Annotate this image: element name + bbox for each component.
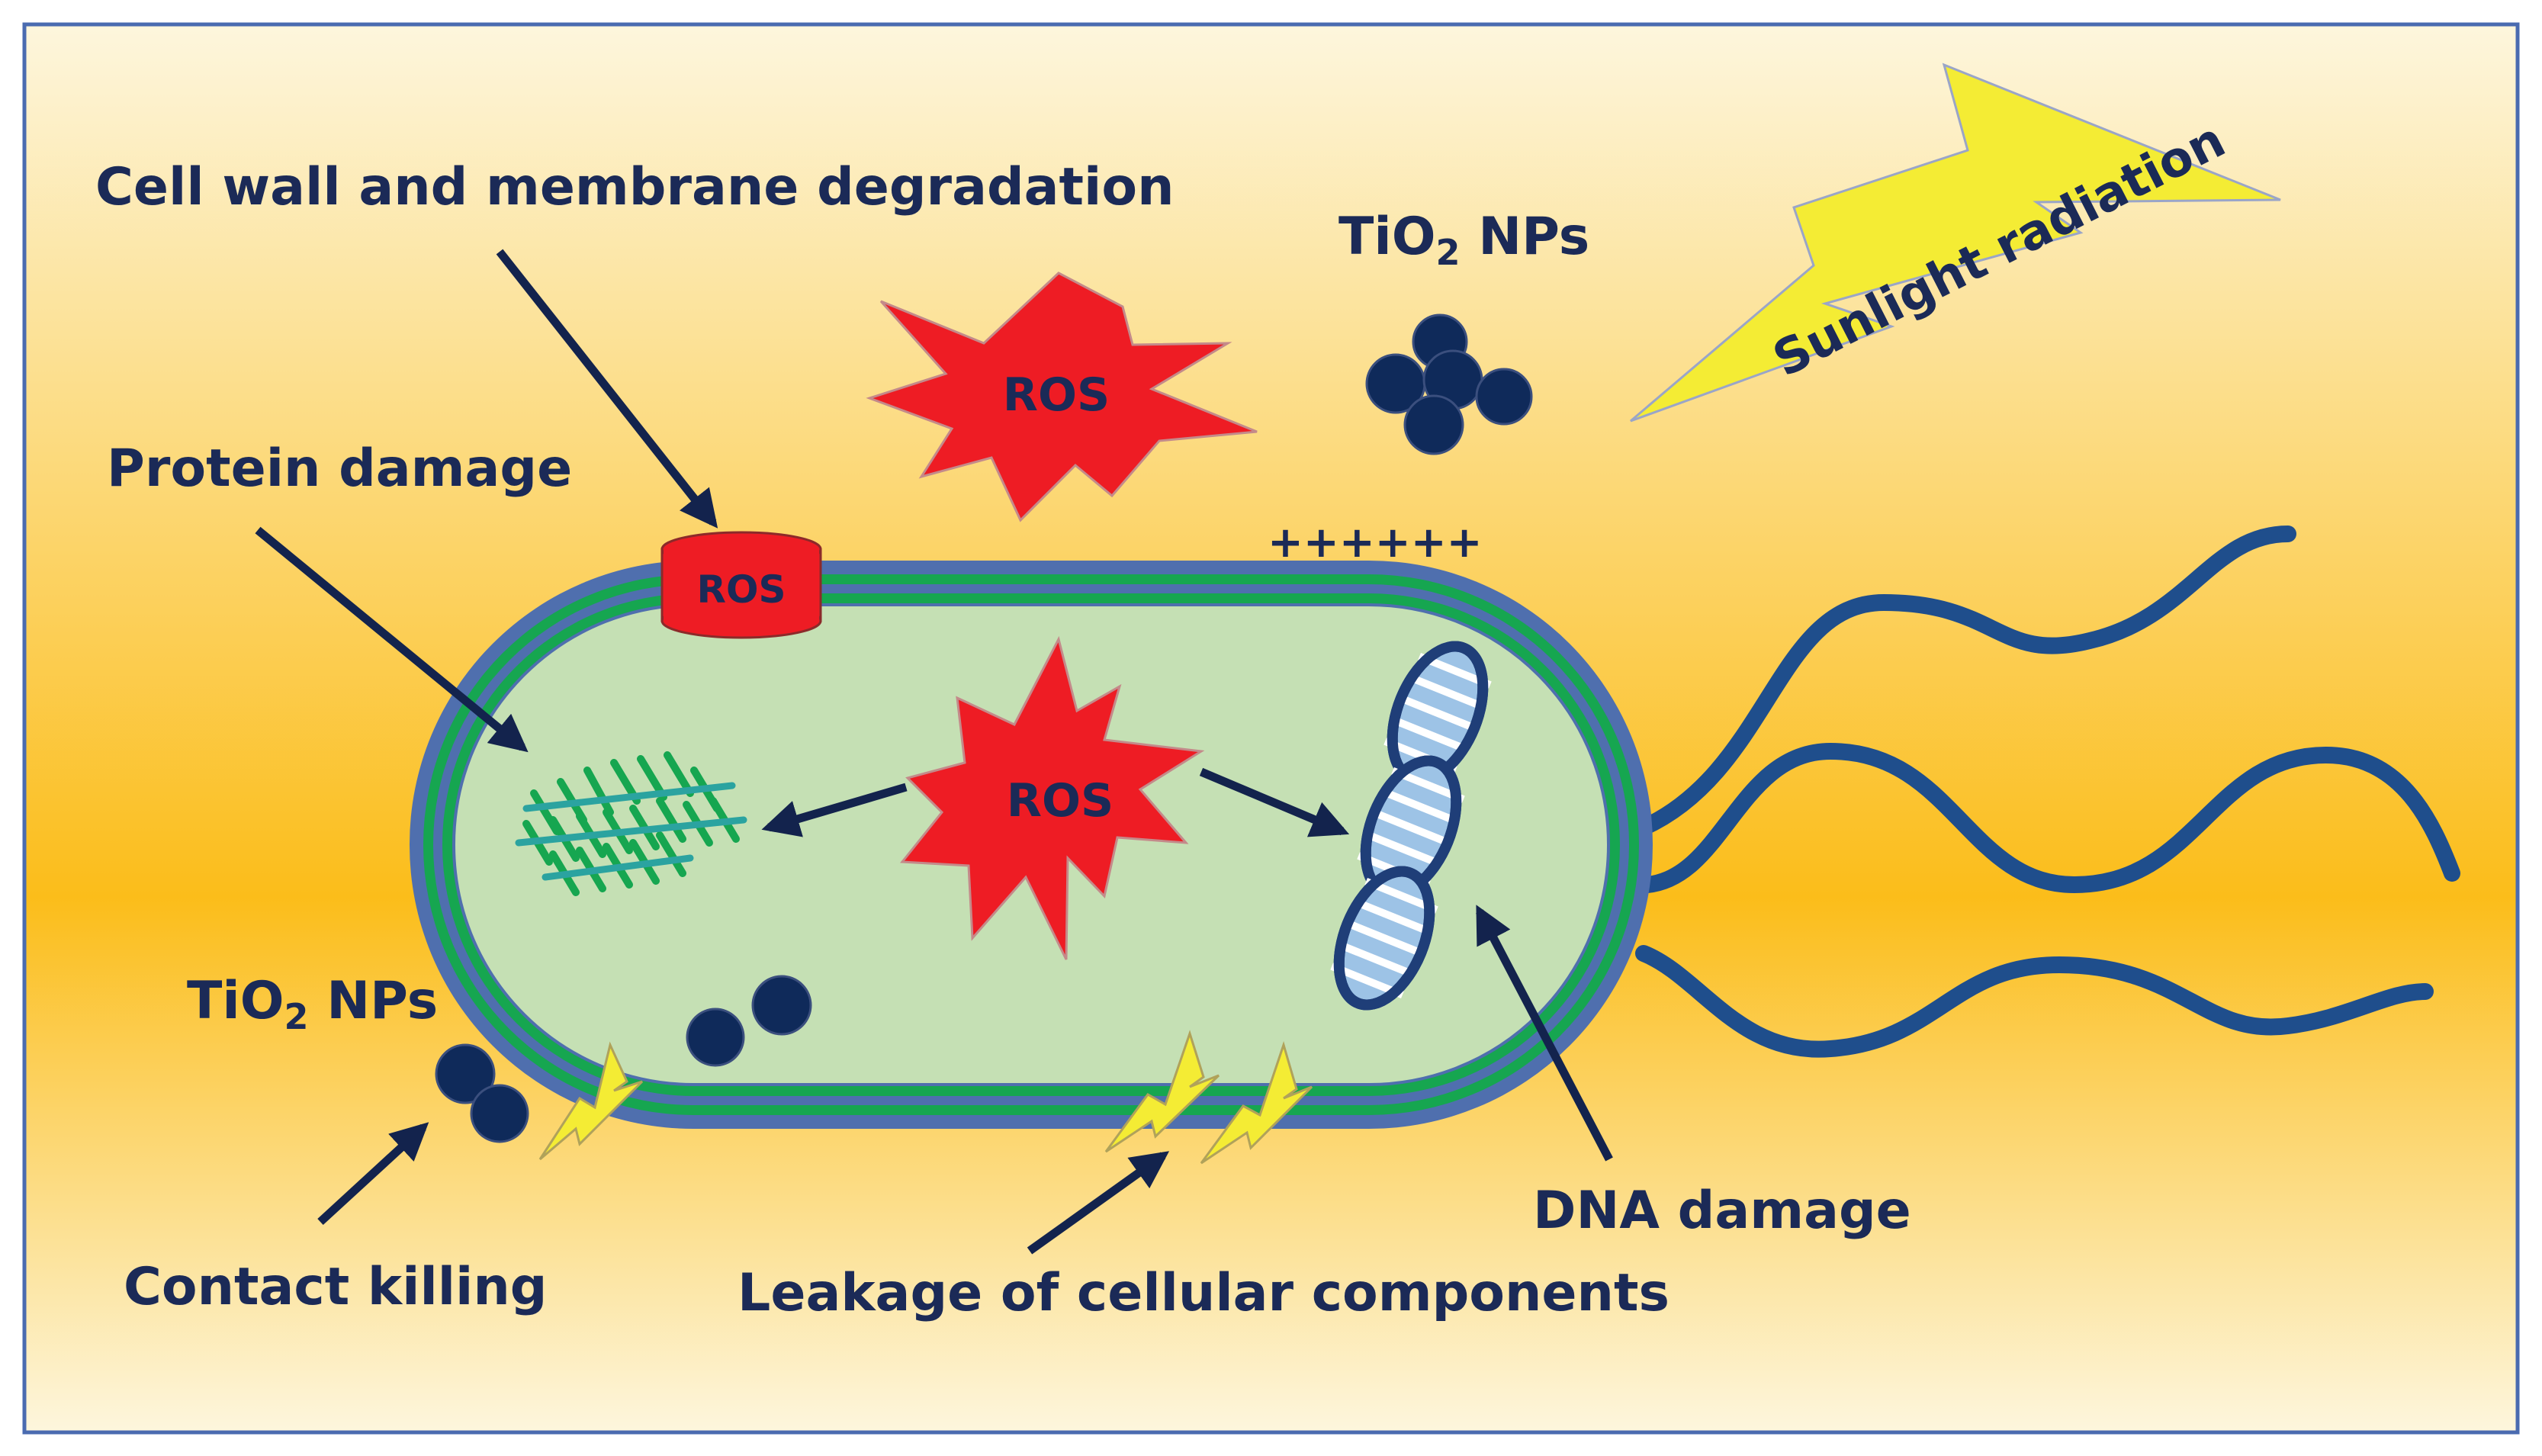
nanoparticle — [751, 975, 812, 1036]
arrow-dna-damage — [1476, 905, 1613, 1162]
membrane-damage-bolts — [538, 1030, 1313, 1165]
arrow-leakage — [1027, 1151, 1170, 1255]
dna-damage-label: DNA damage — [1533, 1181, 1911, 1241]
nanoparticle — [435, 1043, 496, 1104]
cell-wall-label: Cell wall and membrane degradation — [95, 157, 1175, 217]
positive-charge-label: ++++++ — [1268, 518, 1483, 567]
arrow-ros-to-dna — [1199, 767, 1350, 837]
ros-top-label: ROS — [1003, 368, 1110, 422]
sunlight-bolt-icon — [1630, 63, 2281, 423]
flagellum-1 — [1635, 526, 2296, 836]
ros-membrane-channel — [660, 531, 822, 639]
nanoparticle — [470, 1084, 529, 1143]
tio2-internal-nanoparticles — [686, 975, 812, 1067]
ros-burst-top-icon — [866, 272, 1258, 522]
lightning-bolt-icon — [1200, 1041, 1313, 1165]
nanoparticle — [1403, 394, 1464, 455]
lightning-bolt-icon — [1104, 1030, 1220, 1153]
tio2-top-nanoparticles — [1365, 313, 1533, 455]
tio2-contact-nanoparticles — [435, 1043, 529, 1143]
nanoparticle — [686, 1008, 745, 1067]
leakage-label: Leakage of cellular components — [738, 1263, 1669, 1323]
ros-membrane-label: ROS — [696, 567, 786, 612]
tio2-left-label: TiO2 NPs — [187, 971, 438, 1037]
contact-killing-label: Contact killing — [124, 1257, 547, 1317]
ros-center-label: ROS — [1007, 774, 1114, 828]
flagellum-3 — [1635, 945, 2434, 1058]
flagella — [1635, 526, 2460, 1058]
arrow-cell-wall — [496, 249, 718, 529]
protein-cluster-icon — [515, 751, 747, 896]
tio2-top-label: TiO2 NPs — [1338, 207, 1589, 273]
dna-icon — [1330, 641, 1492, 1011]
arrow-ros-to-protein — [761, 783, 908, 837]
protein-damage-label: Protein damage — [107, 439, 572, 499]
arrow-contact-killing — [317, 1122, 429, 1226]
flagellum-2 — [1639, 742, 2460, 894]
arrow-protein — [255, 526, 529, 753]
ros-burst-center-icon — [900, 635, 1205, 960]
nanoparticle — [1475, 368, 1533, 426]
lightning-bolt-icon — [538, 1041, 644, 1161]
